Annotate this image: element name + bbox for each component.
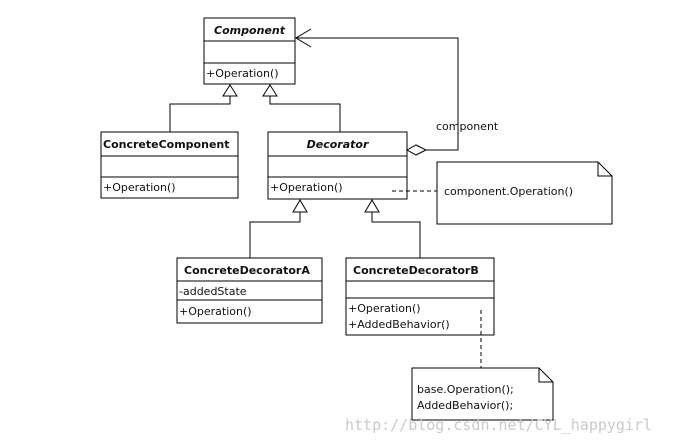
inheritance-arrowhead (222, 84, 238, 97)
inheritance-arrowhead (292, 199, 308, 213)
class-operation: +Operation() (206, 67, 279, 80)
aggregation-diamond (405, 144, 428, 156)
open-arrowhead (295, 28, 312, 48)
note-line-1: base.Operation(); (417, 383, 514, 396)
class-operation: +Operation() (348, 302, 421, 315)
note-decorator-b-behavior: base.Operation(); AddedBehavior(); (411, 310, 554, 421)
class-concrete-decorator-a: ConcreteDecoratorA -addedState +Operatio… (176, 257, 323, 324)
class-operation: +Operation() (179, 305, 252, 318)
inheritance-arrowhead (364, 199, 380, 213)
class-attribute: -addedState (179, 285, 247, 298)
class-concrete-decorator-b: ConcreteDecoratorB +Operation() +AddedBe… (345, 257, 495, 336)
class-operation: +Operation() (103, 181, 176, 194)
class-name: ConcreteComponent (103, 138, 230, 151)
class-name: Decorator (307, 138, 369, 151)
class-operation: +Operation() (270, 181, 343, 194)
class-name: ConcreteDecoratorA (184, 264, 310, 277)
class-concrete-component: ConcreteComponent +Operation() (100, 131, 239, 199)
inheritance-decorator-a-to-decorator (249, 199, 308, 258)
inheritance-decorator-b-to-decorator (364, 199, 421, 258)
class-name: ConcreteDecoratorB (353, 264, 479, 277)
class-decorator: Decorator +Operation() (267, 131, 408, 200)
aggregation-decorator-to-component: component (295, 28, 499, 156)
class-name: Component (214, 24, 286, 37)
inheritance-arrowhead (262, 84, 278, 97)
association-label: component (436, 120, 499, 133)
class-component: Component +Operation() (203, 17, 296, 85)
note-decorator-operation: component.Operation() (392, 161, 613, 225)
inheritance-decorator-to-component (262, 84, 341, 132)
watermark-text: http://blog.csdn.net/CYL_happygirl (345, 416, 652, 434)
note-line-2: AddedBehavior(); (417, 399, 513, 412)
note-text: component.Operation() (444, 185, 573, 198)
class-added-behavior: +AddedBehavior() (348, 318, 450, 331)
inheritance-concrete-component-to-component (169, 84, 238, 132)
